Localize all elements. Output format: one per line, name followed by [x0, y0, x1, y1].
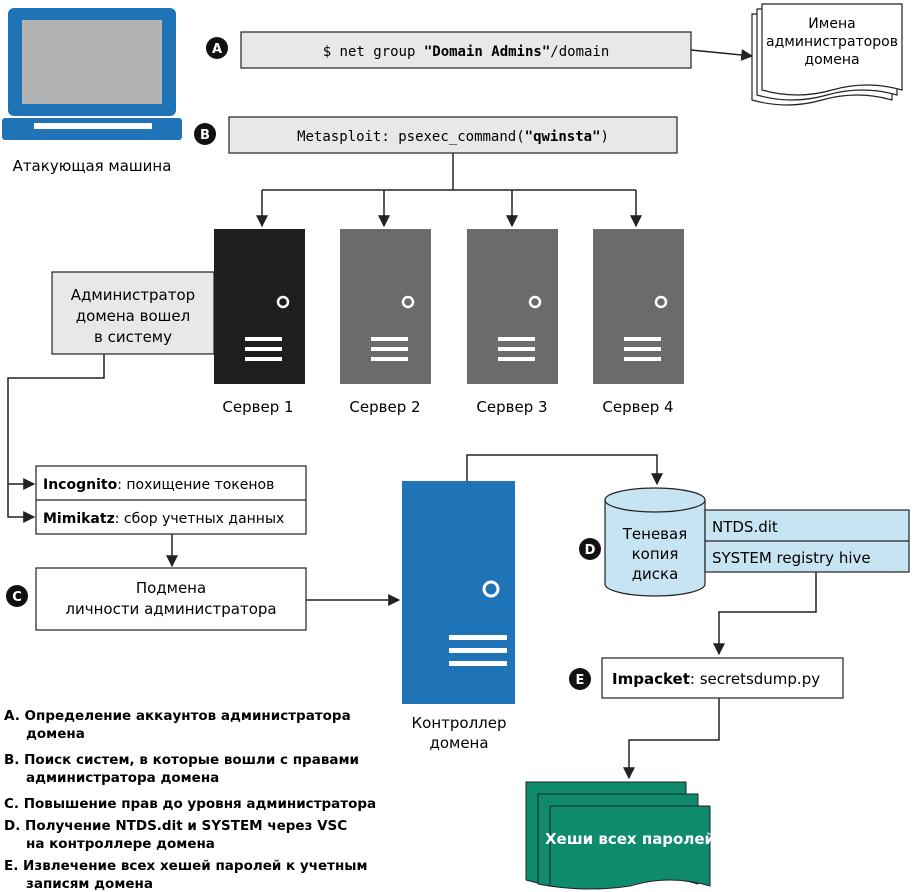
legend: A. Определение аккаунтов администратора …: [4, 708, 376, 892]
svg-text:D: D: [585, 543, 596, 558]
domain-controller-label-1: Контроллер: [412, 714, 507, 732]
ntds-item: NTDS.dit: [712, 518, 778, 536]
svg-text:A: A: [212, 42, 222, 57]
step-a-badge: A: [206, 37, 228, 59]
svg-text:E: E: [576, 673, 585, 688]
tool-incognito: Incognito: похищение токенов: [43, 477, 274, 493]
svg-text:диска: диска: [632, 565, 679, 583]
server-4-label: Сервер 4: [602, 398, 673, 416]
laptop-icon: [2, 8, 182, 140]
legend-item-cont: домена: [26, 726, 85, 742]
server-2: [340, 229, 431, 384]
step-c-badge: C: [6, 585, 28, 607]
legend-item: B. Поиск систем, в которые вошли с права…: [4, 752, 359, 768]
impacket-box: [601, 657, 844, 699]
step-a-command-box: [240, 31, 692, 69]
admin-names-document: Имена администраторов домена: [751, 3, 903, 106]
svg-text:C: C: [12, 590, 22, 605]
server-4: [593, 229, 684, 384]
impacket-command: Impacket: secretsdump.py: [612, 670, 820, 688]
legend-item: C. Повышение прав до уровня администрато…: [4, 796, 376, 812]
server-2-label: Сервер 2: [349, 398, 420, 416]
svg-text:личности администратора: личности администратора: [65, 600, 276, 618]
legend-item-cont: на контроллере домена: [26, 836, 215, 852]
impersonation-box: [35, 567, 307, 631]
step-b-command: Metasploit: psexec_command("qwinsta"): [297, 129, 609, 145]
legend-item: E. Извлечение всех хешей паролей к учетн…: [4, 858, 368, 874]
server-3: [467, 229, 558, 384]
svg-text:Администратор: Администратор: [71, 286, 195, 304]
step-d-badge: D: [579, 538, 601, 560]
server-1-label: Сервер 1: [222, 398, 293, 416]
legend-item: A. Определение аккаунтов администратора: [4, 708, 351, 724]
step-b-command-box: [228, 116, 678, 154]
legend-item-cont: администратора домена: [26, 770, 219, 786]
legend-item-cont: записям домена: [26, 876, 153, 892]
password-hashes-document: Хеши всех паролей: [525, 781, 715, 890]
legend-item: D. Получение NTDS.dit и SYSTEM через VSC: [4, 818, 347, 834]
svg-text:Теневая: Теневая: [622, 525, 687, 543]
admin-logged-in-box: [51, 271, 215, 355]
svg-text:копия: копия: [632, 545, 679, 563]
domain-controller: [402, 481, 515, 704]
step-a-command: $ net group "Domain Admins"/domain: [323, 44, 610, 60]
attacker-label: Атакующая машина: [13, 157, 172, 175]
svg-text:Подмена: Подмена: [136, 579, 206, 597]
svg-text:домена вошел: домена вошел: [76, 307, 190, 325]
svg-text:домена: домена: [804, 52, 859, 68]
server-3-label: Сервер 3: [476, 398, 547, 416]
system-hive-item: SYSTEM registry hive: [712, 549, 871, 567]
tool-mimikatz: Mimikatz: сбор учетных данных: [43, 511, 284, 527]
domain-controller-label-2: домена: [429, 734, 488, 752]
svg-text:администраторов: администраторов: [766, 34, 898, 50]
svg-text:Хеши всех паролей: Хеши всех паролей: [545, 830, 715, 848]
step-e-badge: E: [569, 668, 591, 690]
svg-text:в систему: в систему: [94, 328, 172, 346]
svg-text:Имена: Имена: [808, 16, 855, 32]
step-b-badge: B: [194, 123, 216, 145]
server-1: [214, 229, 305, 384]
svg-text:B: B: [200, 128, 210, 143]
shadow-copy-disk-icon: [604, 487, 706, 597]
